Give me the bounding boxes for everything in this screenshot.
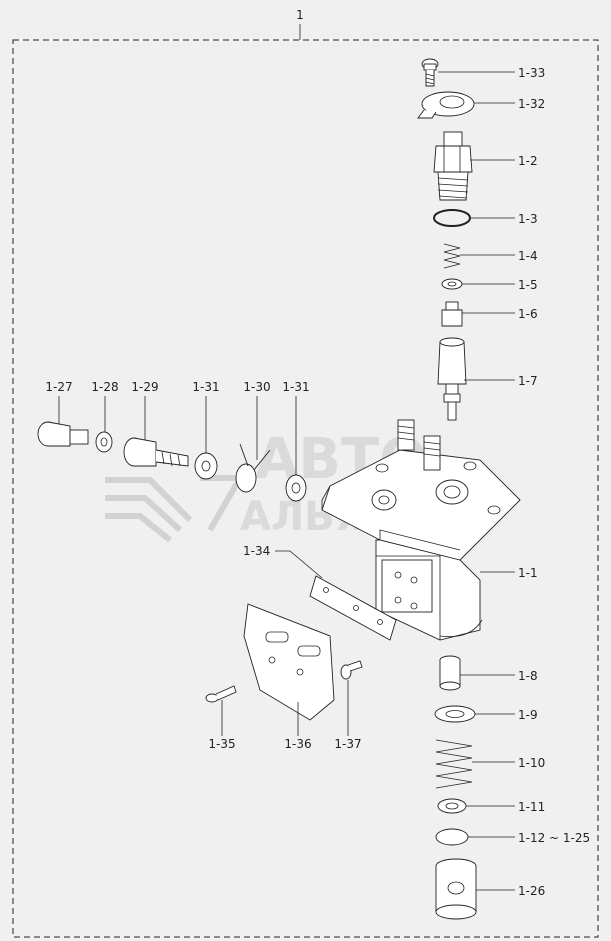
part-1-6-delivery-valve <box>441 301 463 327</box>
part-1-31a-washer <box>194 452 218 480</box>
part-1-29-banjo-bolt <box>123 437 189 467</box>
part-1-33-screw <box>421 58 439 87</box>
callout-1-35: 1-35 <box>208 737 235 751</box>
callout-1-37: 1-37 <box>334 737 361 751</box>
part-1-5-washer <box>441 278 463 290</box>
part-1-9-spring-seat <box>434 705 476 723</box>
callout-1-31a: 1-31 <box>192 380 219 394</box>
callout-1-7: 1-7 <box>518 374 538 388</box>
callout-1-5: 1-5 <box>518 278 538 292</box>
callout-1-34: 1-34 <box>243 544 270 558</box>
callout-1-2: 1-2 <box>518 154 538 168</box>
callout-1-32: 1-32 <box>518 97 545 111</box>
part-1-34-rack <box>309 575 397 641</box>
callout-1-31b: 1-31 <box>282 380 309 394</box>
part-1-2-valve-holder <box>433 131 473 201</box>
leader-lines <box>58 71 515 891</box>
part-1-1-pump-housing <box>321 419 521 641</box>
part-1-27-bolt-head <box>37 421 89 447</box>
callout-1-28: 1-28 <box>91 380 118 394</box>
part-1-12-shim <box>435 828 469 846</box>
callout-1-8: 1-8 <box>518 669 538 683</box>
callout-1-11: 1-11 <box>518 800 545 814</box>
part-1-4-spring <box>443 243 461 269</box>
part-1-31b-washer <box>285 474 307 502</box>
callout-1-1: 1-1 <box>518 566 538 580</box>
callout-1-10: 1-10 <box>518 756 545 770</box>
callout-1-9: 1-9 <box>518 708 538 722</box>
callout-1-33: 1-33 <box>518 66 545 80</box>
part-1-7-plunger <box>437 337 467 421</box>
part-1-37-pin <box>340 660 363 680</box>
callout-1-26: 1-26 <box>518 884 545 898</box>
assembly-label: 1 <box>296 8 304 22</box>
part-1-32-lock-plate <box>417 91 475 119</box>
part-1-26-tappet-body <box>435 858 477 920</box>
part-1-3-o-ring <box>433 209 471 227</box>
callout-1-3: 1-3 <box>518 212 538 226</box>
part-1-30-banjo-fitting <box>235 443 271 493</box>
callout-1-29: 1-29 <box>131 380 158 394</box>
part-1-11-lower-seat <box>437 798 467 814</box>
part-1-28-washer <box>95 431 113 453</box>
part-1-10-plunger-spring <box>435 739 473 789</box>
watermark-logo-icon <box>105 475 246 543</box>
part-1-36-cover-plate <box>243 603 335 721</box>
callout-1-4: 1-4 <box>518 249 538 263</box>
part-1-8-tappet <box>439 655 461 691</box>
callout-1-6: 1-6 <box>518 307 538 321</box>
assembly-boundary <box>12 39 599 938</box>
callout-1-27: 1-27 <box>45 380 72 394</box>
callout-1-30: 1-30 <box>243 380 270 394</box>
part-1-35-screw <box>205 685 237 703</box>
callout-1-36: 1-36 <box>284 737 311 751</box>
callout-labels: 1-33 1-32 1-2 1-3 1-4 1-5 1-6 1-7 1-1 1-… <box>45 66 590 898</box>
callout-1-12: 1-12 ~ 1-25 <box>518 831 590 845</box>
